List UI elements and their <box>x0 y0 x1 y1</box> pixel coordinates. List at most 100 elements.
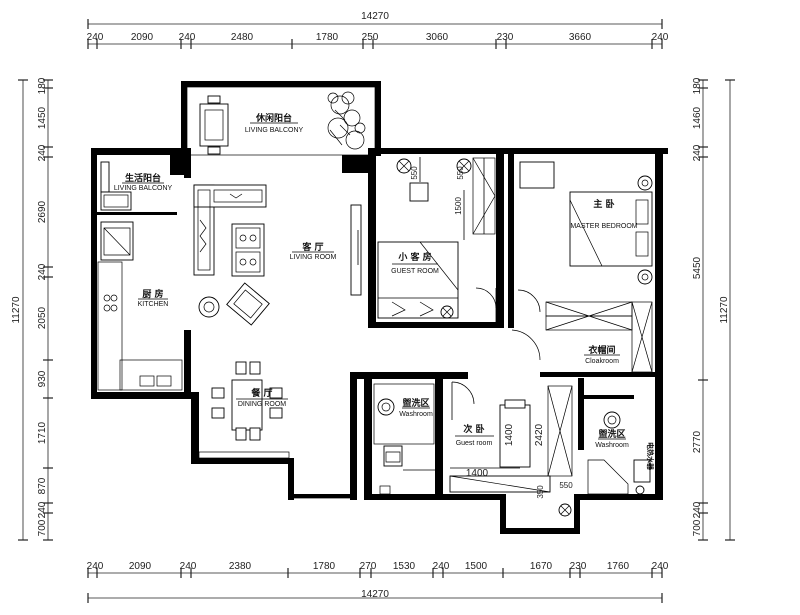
bottom-dim-3: 240 <box>180 561 197 572</box>
bottom-dim-9: 1500 <box>465 561 488 572</box>
bottom-total-dim: 14270 <box>361 589 389 600</box>
left-dim-2: 1450 <box>37 106 48 129</box>
top-dim-3: 240 <box>179 32 196 43</box>
left-dim-1: 180 <box>37 77 48 94</box>
master-en: MASTER BEDROOM <box>570 223 637 230</box>
master-bedroom: 主 卧 MASTER BEDROOM <box>517 161 653 313</box>
left-dim-7: 930 <box>37 370 48 387</box>
top-dim-9: 3660 <box>569 32 592 43</box>
dining-room-cn: 餐 厅 <box>250 387 272 399</box>
top-dim-10: 240 <box>652 32 669 43</box>
left-dim-11: 700 <box>37 519 48 536</box>
dimension-left: 11270 180 1450 240 2690 240 2050 930 171… <box>11 77 53 541</box>
living-room-cn: 客 厅 <box>301 241 323 253</box>
bottom-dim-8: 240 <box>433 561 450 572</box>
dimension-right: 180 1460 240 5450 2770 240 700 11270 <box>692 77 735 541</box>
living-balcony-cn: 休闲阳台 <box>255 112 292 124</box>
lamp-icon-3 <box>637 175 653 191</box>
washbasin-2 <box>603 411 621 429</box>
kitchen-counter <box>97 261 123 391</box>
kitchen-area: 生活阳台 LIVING BALCONY 厨 房 KITCHEN <box>97 161 190 391</box>
washroom1-en: Washroom <box>399 411 433 418</box>
left-dim-3: 240 <box>37 144 48 161</box>
service-balcony-cn: 生活阳台 <box>125 172 161 184</box>
left-dim-6: 2050 <box>37 306 48 329</box>
guest-bed <box>377 241 459 319</box>
washroom-2: 盥洗区 Washroom 电热水器 <box>587 411 655 495</box>
bottom-dim-2: 2090 <box>129 561 152 572</box>
bottom-dim-12: 1760 <box>607 561 630 572</box>
sink <box>139 375 155 387</box>
washbasin <box>377 398 395 416</box>
right-dim-6: 240 <box>692 501 703 518</box>
inner-dim-3: 1500 <box>454 197 463 215</box>
left-total-dim: 11270 <box>11 296 22 324</box>
small-guest-en: GUEST ROOM <box>391 268 439 275</box>
second-bed <box>499 404 531 468</box>
washing-machine <box>100 191 132 211</box>
washroom2-en: Washroom <box>595 442 629 449</box>
counter <box>198 451 290 459</box>
living-balcony-en: LIVING BALCONY <box>245 127 304 134</box>
washroom2-cn: 盥洗区 <box>598 428 625 440</box>
dining-table <box>231 379 263 431</box>
wardrobe-2 <box>547 385 573 477</box>
armchair <box>226 282 270 326</box>
inner-dim-8: 550 <box>559 481 573 490</box>
left-dim-8: 1710 <box>37 421 48 444</box>
bottom-dim-13: 240 <box>652 561 669 572</box>
second-bedroom-en: Guest room <box>456 440 493 447</box>
cloakroom: 衣帽间 Cloakroom <box>511 301 653 373</box>
dimension-bottom: 240 2090 240 2380 1780 270 1530 240 1500… <box>87 561 669 603</box>
side-table <box>198 296 220 318</box>
top-dim-8: 230 <box>497 32 514 43</box>
service-balcony-en: LIVING BALCONY <box>114 185 173 192</box>
cloakroom-cn: 衣帽间 <box>588 344 615 356</box>
bottom-dim-5: 1780 <box>313 561 336 572</box>
inner-dim-5: 2420 <box>534 423 545 446</box>
kitchen-en: KITCHEN <box>138 301 169 308</box>
second-bedroom-cn: 次 卧 <box>463 423 484 435</box>
dining-room: 餐 厅 DINING ROOM <box>198 361 350 499</box>
living-balcony: 休闲阳台 LIVING BALCONY <box>186 86 376 156</box>
top-dim-6: 250 <box>362 32 379 43</box>
bottom-dim-7: 1530 <box>393 561 416 572</box>
living-room: 客 厅 LIVING ROOM <box>193 184 362 326</box>
bottom-dim-11: 230 <box>570 561 587 572</box>
water-heater <box>633 459 651 483</box>
kitchen-counter-bottom <box>119 359 183 391</box>
bottom-dim-6: 270 <box>360 561 377 572</box>
right-dim-1: 180 <box>692 77 703 94</box>
washroom-1: 盥洗区 Washroom <box>373 383 435 495</box>
top-total-dim: 14270 <box>361 11 389 22</box>
toilet <box>383 445 403 467</box>
right-dim-4: 5450 <box>692 256 703 279</box>
inner-dim-4: 1400 <box>466 468 489 479</box>
bottom-dim-1: 240 <box>87 561 104 572</box>
lamp-icon-4 <box>637 269 653 285</box>
washroom1-cn: 盥洗区 <box>402 397 429 409</box>
left-dim-5: 240 <box>37 263 48 280</box>
water-heater-cn: 电热水器 <box>646 442 655 471</box>
kitchen-cn: 厨 房 <box>142 288 163 300</box>
bottom-dim-10: 1670 <box>530 561 553 572</box>
small-guest-room: 小 客 房 GUEST ROOM 550 550 1500 <box>377 157 497 322</box>
coffee-table <box>231 223 265 277</box>
second-bedroom: 次 卧 Guest room 1400 2420 1400 350 550 <box>449 381 573 517</box>
right-dim-7: 700 <box>692 519 703 536</box>
walls <box>91 81 668 534</box>
top-dim-2: 2090 <box>131 32 154 43</box>
inner-dim-2: 550 <box>456 166 465 180</box>
left-dim-4: 2690 <box>37 200 48 223</box>
storage-rack <box>100 161 110 193</box>
inner-dim-6: 1400 <box>504 423 515 446</box>
right-dim-5: 2770 <box>692 430 703 453</box>
master-bed <box>569 191 653 267</box>
left-dim-10: 240 <box>37 501 48 518</box>
inner-dim-7: 350 <box>536 485 545 499</box>
master-cn: 主 卧 <box>593 198 614 210</box>
living-room-en: LIVING ROOM <box>290 254 337 261</box>
right-dim-3: 240 <box>692 144 703 161</box>
cloakroom-en: Cloakroom <box>585 358 619 365</box>
